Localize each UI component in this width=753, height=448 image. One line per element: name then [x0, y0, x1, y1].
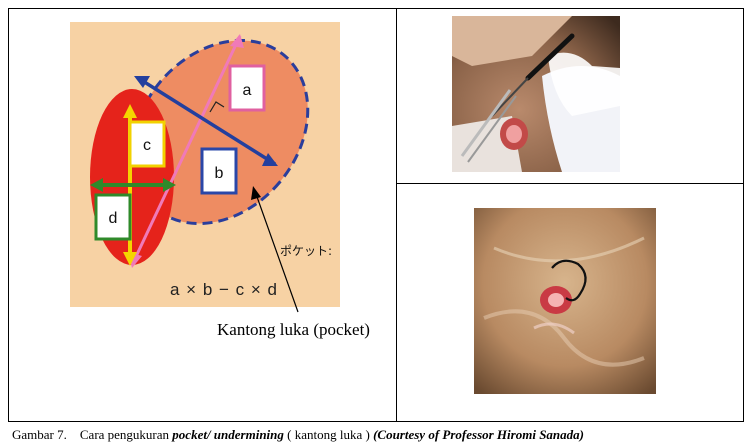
caption-credit: (Courtesy of Professor Hiromi Sanada)	[373, 427, 584, 442]
caption-text: Cara pengukuran	[80, 427, 169, 442]
caption-prefix: Gambar 7.	[12, 427, 67, 442]
clinician-measuring-wound-photo	[452, 16, 620, 172]
pocket-label: Kantong luka (pocket)	[217, 320, 370, 340]
pressure-ulcer-pocket-photo	[474, 208, 656, 394]
caption-paren: ( kantong luka )	[287, 427, 370, 442]
figure-caption: Gambar 7. Cara pengukuran pocket/ underm…	[12, 427, 584, 443]
caption-italic-term: pocket/ undermining	[172, 427, 284, 442]
